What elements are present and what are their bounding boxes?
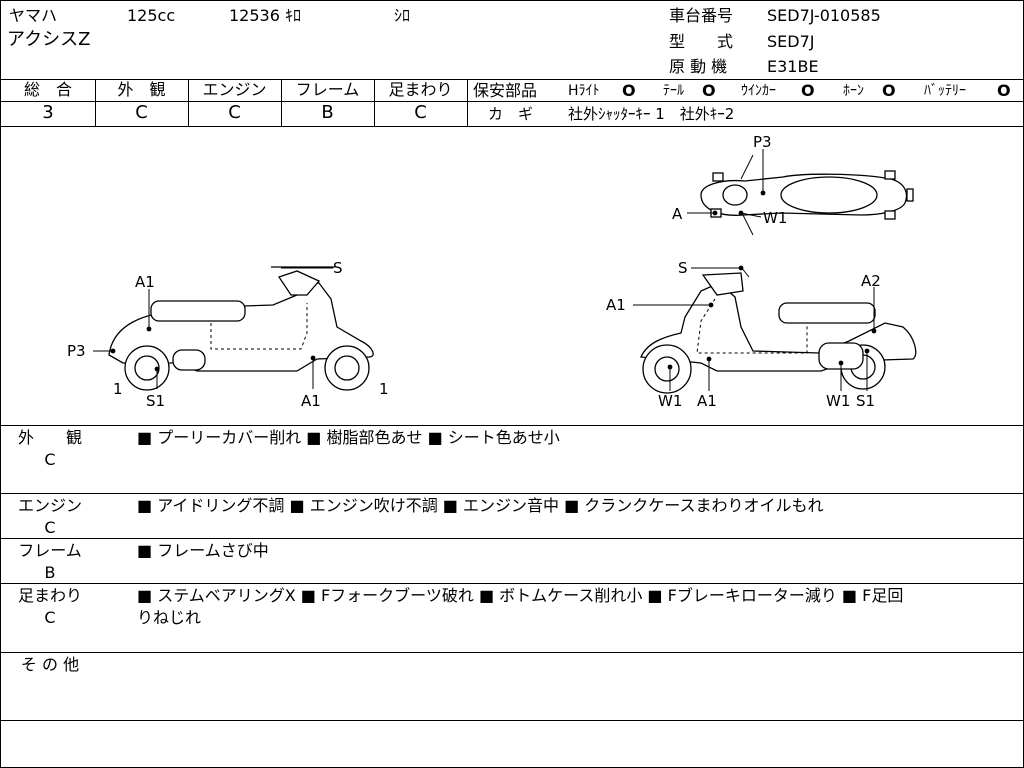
marker-left-p3: P3 (67, 342, 86, 360)
marker-left-front-1: 1 (379, 380, 389, 398)
marker-right-a1-body: A1 (606, 296, 626, 314)
section-suspension-title: 足まわり (17, 586, 82, 605)
key-label: カ ギ (488, 105, 534, 123)
section-engine-title: エンジン (17, 496, 82, 515)
damage-diagram: A1 S P3 1 S1 A1 1 (67, 133, 917, 410)
marker-right-a2: A2 (861, 272, 881, 290)
safety-item-winker: ｳｲﾝｶｰ (741, 83, 776, 99)
mileage: 12536 ｷﾛ (229, 6, 301, 25)
marker-top-w1: W1 (763, 209, 787, 227)
frame-number: SED7J-010585 (767, 6, 881, 25)
marker-left-a1-seat: A1 (135, 273, 155, 291)
section-frame-notes: ■ フレームさび中 (137, 541, 269, 560)
section-engine-grade: C (44, 518, 56, 537)
marker-right-w1-rear: W1 (826, 392, 850, 410)
safety-item-headlight: Hﾗｲﾄ (568, 83, 600, 99)
damage-markers-left: A1 S P3 1 S1 A1 1 (67, 259, 389, 410)
grade-overall: 3 (42, 102, 54, 123)
marker-right-a1-front: A1 (697, 392, 717, 410)
safety-item-horn: ﾎｰﾝ (843, 83, 864, 99)
safety-parts-label: 保安部品 (473, 81, 538, 100)
grade-suspension: C (414, 102, 427, 123)
section-exterior-title: 外 観 (17, 428, 82, 447)
section-suspension-grade: C (44, 608, 56, 627)
grade-header-suspension: 足まわり (388, 80, 453, 99)
damage-markers-right: S A2 A1 W1 A1 W1 S1 (606, 259, 881, 410)
marker-top-a: A (672, 205, 683, 223)
safety-item-tail: ﾃｰﾙ (663, 83, 684, 99)
grade-engine: C (228, 102, 241, 123)
section-exterior-notes: ■ プーリーカバー削れ ■ 樹脂部色あせ ■ シート色あせ小 (137, 428, 560, 447)
divider (1, 79, 1023, 80)
damage-markers-top: P3 A W1 (672, 133, 787, 227)
scooter-top-view (700, 154, 914, 236)
grade-header-engine: エンジン (202, 80, 267, 99)
maker: ヤマハ (9, 6, 58, 25)
model-type: SED7J (767, 32, 815, 51)
marker-right-s1: S1 (856, 392, 875, 410)
safety-mark-battery: O (997, 81, 1011, 100)
grade-frame: B (321, 102, 334, 123)
safety-mark-horn: O (882, 81, 896, 100)
section-frame-title: フレーム (18, 541, 82, 560)
safety-mark-tail: O (702, 81, 716, 100)
marker-right-w1-front: W1 (658, 392, 682, 410)
grade-header-overall: 総 合 (23, 80, 72, 99)
safety-mark-winker: O (801, 81, 815, 100)
safety-mark-headlight: O (622, 81, 636, 100)
marker-right-s: S (678, 259, 688, 277)
grade-exterior: C (135, 102, 148, 123)
engine-type-label: 原 動 機 (669, 57, 728, 76)
scooter-side-left (108, 266, 374, 391)
marker-left-s: S (333, 259, 343, 277)
grade-header-frame: フレーム (295, 80, 360, 99)
marker-left-rear-1: 1 (113, 380, 123, 398)
marker-left-a1-front: A1 (301, 392, 321, 410)
section-engine-notes: ■ アイドリング不調 ■ エンジン吹け不調 ■ エンジン音中 ■ クランクケース… (137, 496, 824, 515)
section-suspension-notes: ■ ステムベアリングX ■ Fフォークブーツ破れ ■ ボトムケース削れ小 ■ F… (137, 586, 904, 605)
marker-left-s1: S1 (146, 392, 165, 410)
key-value: 社外ｼｬｯﾀｰｷｰ 1 社外ｷｰ2 (568, 105, 735, 123)
color: ｼﾛ (394, 6, 411, 25)
displacement: 125cc (127, 6, 176, 25)
frame-number-label: 車台番号 (669, 6, 734, 25)
section-suspension-notes-cont: りねじれ (137, 608, 202, 627)
model-name: アクシスZ (7, 29, 91, 50)
safety-item-battery: ﾊﾞｯﾃﾘｰ (924, 83, 966, 99)
model-type-label: 型 式 (669, 32, 734, 51)
grade-header-exterior: 外 観 (117, 80, 166, 99)
section-exterior-grade: C (44, 450, 56, 469)
engine-type: E31BE (767, 57, 819, 76)
marker-top-p3: P3 (753, 133, 772, 151)
section-other-title: そ の 他 (20, 655, 80, 674)
section-frame-grade: B (44, 563, 56, 582)
